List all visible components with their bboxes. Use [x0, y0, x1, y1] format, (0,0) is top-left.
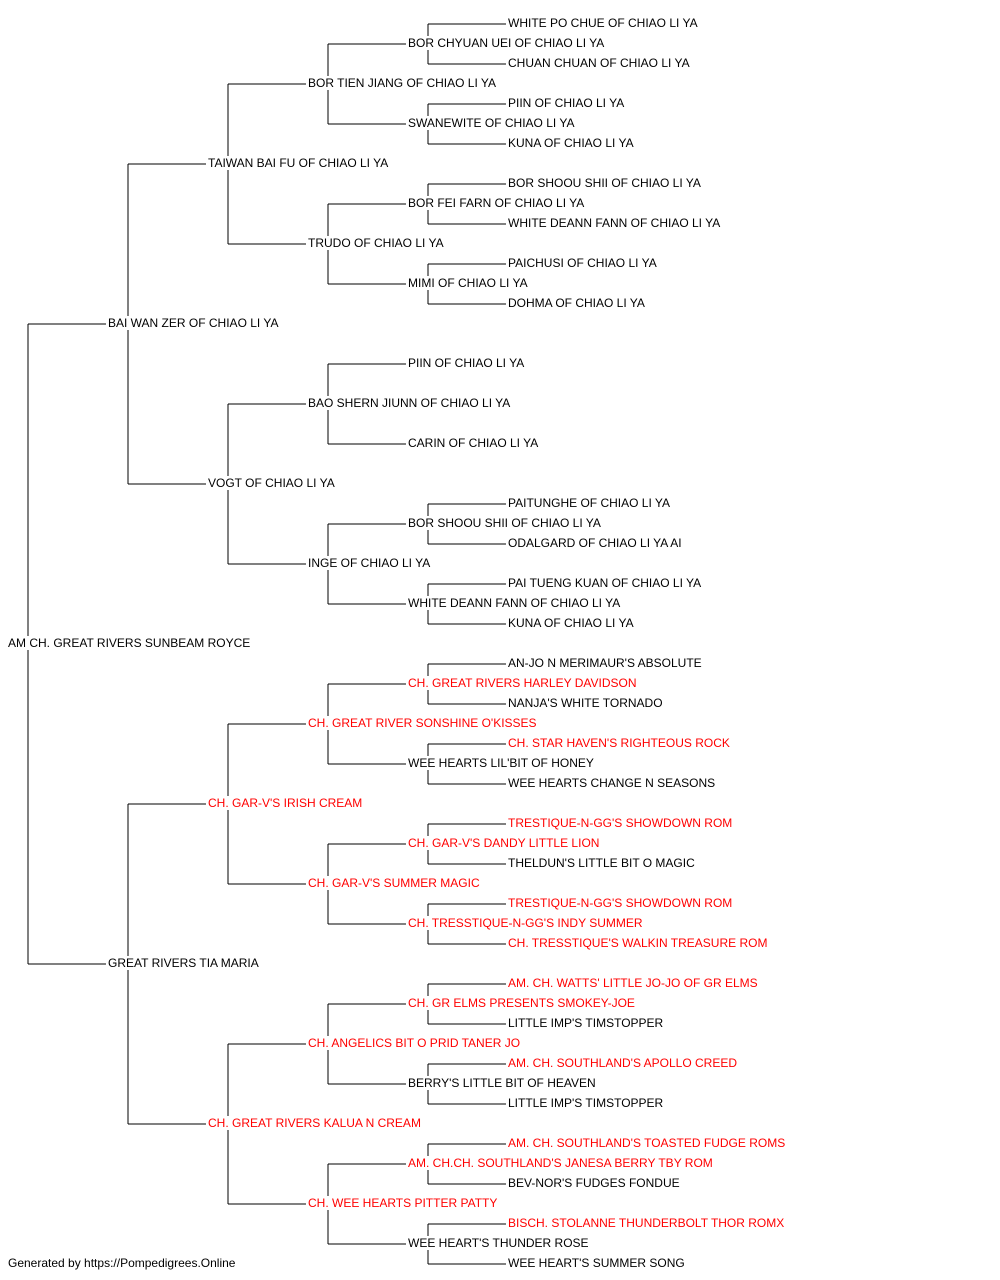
pedigree-name-sire-sire-sire-dam: SWANEWITE OF CHIAO LI YA [408, 116, 574, 130]
pedigree-name-sire-dam-dam-dam-sire: PAI TUENG KUAN OF CHIAO LI YA [508, 576, 701, 590]
pedigree-name-sire-dam-dam-sire-dam: ODALGARD OF CHIAO LI YA AI [508, 536, 682, 550]
pedigree-name-sire-sire-sire-sire-sire: WHITE PO CHUE OF CHIAO LI YA [508, 16, 698, 30]
pedigree-name-dam-sire-sire: CH. GREAT RIVER SONSHINE O'KISSES [308, 716, 537, 730]
pedigree-name-sire-dam-dam-dam-dam: KUNA OF CHIAO LI YA [508, 616, 634, 630]
pedigree-name-sire-dam-sire: BAO SHERN JIUNN OF CHIAO LI YA [308, 396, 510, 410]
pedigree-name-dam-sire-sire-sire-dam: NANJA'S WHITE TORNADO [508, 696, 663, 710]
pedigree-name-dam-dam-dam-dam-dam: WEE HEART'S SUMMER SONG [508, 1256, 685, 1270]
pedigree-name-dam-dam-sire-sire: CH. GR ELMS PRESENTS SMOKEY-JOE [408, 996, 635, 1010]
pedigree-name-dam: GREAT RIVERS TIA MARIA [108, 956, 259, 970]
pedigree-name-dam-sire-dam-dam-sire: TRESTIQUE-N-GG'S SHOWDOWN ROM [508, 896, 732, 910]
pedigree-labels: AM CH. GREAT RIVERS SUNBEAM ROYCE BAI WAN… [8, 16, 785, 1270]
pedigree-name-dam-dam-sire: CH. ANGELICS BIT O PRID TANER JO [308, 1036, 520, 1050]
pedigree-name-sire-sire-dam-sire: BOR FEI FARN OF CHIAO LI YA [408, 196, 584, 210]
pedigree-name-sire-sire-dam-dam-sire: PAICHUSI OF CHIAO LI YA [508, 256, 657, 270]
pedigree-name-sire-dam: VOGT OF CHIAO LI YA [208, 476, 335, 490]
pedigree-name-dam-sire-sire-dam: WEE HEARTS LIL'BIT OF HONEY [408, 756, 594, 770]
pedigree-name-sire-sire-dam-sire-sire: BOR SHOOU SHII OF CHIAO LI YA [508, 176, 701, 190]
pedigree-name-dam-dam-dam-dam: WEE HEART'S THUNDER ROSE [408, 1236, 589, 1250]
pedigree-name-dam-dam-dam: CH. WEE HEARTS PITTER PATTY [308, 1196, 497, 1210]
pedigree-name-sire-sire-sire-sire-dam: CHUAN CHUAN OF CHIAO LI YA [508, 56, 690, 70]
pedigree-name-dam-dam-dam-sire: AM. CH.CH. SOUTHLAND'S JANESA BERRY TBY … [408, 1156, 713, 1170]
pedigree-name-dam-dam-sire-dam-dam: LITTLE IMP'S TIMSTOPPER [508, 1096, 664, 1110]
pedigree-name-dam-dam-sire-sire-dam: LITTLE IMP'S TIMSTOPPER [508, 1016, 664, 1030]
pedigree-name-dam-sire-dam-sire-dam: THELDUN'S LITTLE BIT O MAGIC [508, 856, 695, 870]
pedigree-name-sire-dam-dam: INGE OF CHIAO LI YA [308, 556, 430, 570]
pedigree-name-dam-dam-dam-dam-sire: BISCH. STOLANNE THUNDERBOLT THOR ROMX [508, 1216, 784, 1230]
pedigree-name-dam-sire-sire-dam-sire: CH. STAR HAVEN'S RIGHTEOUS ROCK [508, 736, 730, 750]
pedigree-name-dam-sire-sire-sire-sire: AN-JO N MERIMAUR'S ABSOLUTE [508, 656, 702, 670]
pedigree-name-sire-sire-dam-dam-dam: DOHMA OF CHIAO LI YA [508, 296, 645, 310]
pedigree-name-dam-sire-sire-sire: CH. GREAT RIVERS HARLEY DAVIDSON [408, 676, 637, 690]
pedigree-name-sire-sire-sire-dam-sire: PIIN OF CHIAO LI YA [508, 96, 624, 110]
pedigree-name-sire-dam-sire-sire: PIIN OF CHIAO LI YA [408, 356, 524, 370]
footer-credit: Generated by https://Pompedigrees.Online [8, 1256, 236, 1270]
pedigree-name-sire-sire-sire-dam-dam: KUNA OF CHIAO LI YA [508, 136, 634, 150]
pedigree-name-: AM CH. GREAT RIVERS SUNBEAM ROYCE [8, 636, 250, 650]
pedigree-name-sire: BAI WAN ZER OF CHIAO LI YA [108, 316, 278, 330]
pedigree-name-dam-dam-sire-dam-sire: AM. CH. SOUTHLAND'S APOLLO CREED [508, 1056, 737, 1070]
pedigree-name-sire-sire: TAIWAN BAI FU OF CHIAO LI YA [208, 156, 388, 170]
pedigree-name-dam-dam-dam-sire-dam: BEV-NOR'S FUDGES FONDUE [508, 1176, 680, 1190]
pedigree-name-sire-dam-sire-dam: CARIN OF CHIAO LI YA [408, 436, 538, 450]
pedigree-name-sire-sire-dam: TRUDO OF CHIAO LI YA [308, 236, 444, 250]
pedigree-name-dam-dam-dam-sire-sire: AM. CH. SOUTHLAND'S TOASTED FUDGE ROMS [508, 1136, 785, 1150]
pedigree-name-dam-sire-dam-dam-dam: CH. TRESSTIQUE'S WALKIN TREASURE ROM [508, 936, 767, 950]
pedigree-name-dam-sire-dam: CH. GAR-V'S SUMMER MAGIC [308, 876, 480, 890]
pedigree-name-sire-sire-sire: BOR TIEN JIANG OF CHIAO LI YA [308, 76, 496, 90]
pedigree-name-sire-sire-dam-sire-dam: WHITE DEANN FANN OF CHIAO LI YA [508, 216, 720, 230]
pedigree-name-dam-dam-sire-sire-sire: AM. CH. WATTS' LITTLE JO-JO OF GR ELMS [508, 976, 758, 990]
pedigree-name-sire-dam-dam-sire: BOR SHOOU SHII OF CHIAO LI YA [408, 516, 601, 530]
pedigree-name-dam-sire-sire-dam-dam: WEE HEARTS CHANGE N SEASONS [508, 776, 715, 790]
pedigree-name-dam-dam-sire-dam: BERRY'S LITTLE BIT OF HEAVEN [408, 1076, 596, 1090]
pedigree-name-dam-sire-dam-dam: CH. TRESSTIQUE-N-GG'S INDY SUMMER [408, 916, 643, 930]
pedigree-name-sire-sire-dam-dam: MIMI OF CHIAO LI YA [408, 276, 528, 290]
pedigree-name-dam-sire-dam-sire-sire: TRESTIQUE-N-GG'S SHOWDOWN ROM [508, 816, 732, 830]
pedigree-name-sire-sire-sire-sire: BOR CHYUAN UEI OF CHIAO LI YA [408, 36, 604, 50]
pedigree-name-dam-sire-dam-sire: CH. GAR-V'S DANDY LITTLE LION [408, 836, 599, 850]
pedigree-connector-lines [27, 23, 506, 1265]
pedigree-name-dam-dam: CH. GREAT RIVERS KALUA N CREAM [208, 1116, 421, 1130]
pedigree-name-sire-dam-dam-sire-sire: PAITUNGHE OF CHIAO LI YA [508, 496, 670, 510]
pedigree-name-sire-dam-dam-dam: WHITE DEANN FANN OF CHIAO LI YA [408, 596, 620, 610]
pedigree-name-dam-sire: CH. GAR-V'S IRISH CREAM [208, 796, 362, 810]
